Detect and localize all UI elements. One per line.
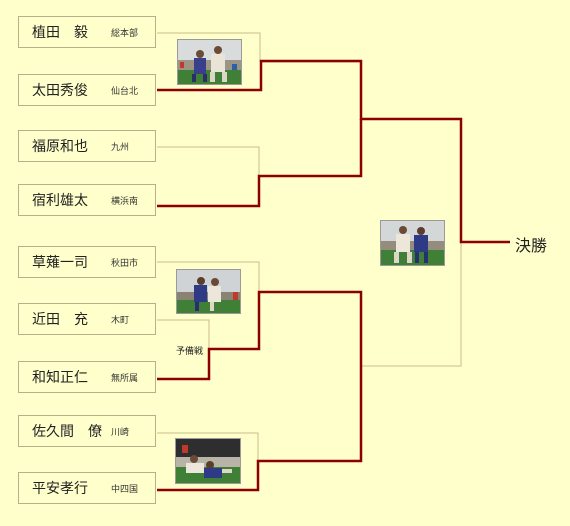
match-photo-icon[interactable] [177, 39, 242, 85]
line-p1 [157, 32, 261, 62]
player-team: 木町 [111, 316, 130, 326]
player-team: 川崎 [111, 428, 130, 438]
win-p2 [157, 59, 510, 244]
player-6[interactable]: 近田 充 木町 [18, 303, 156, 335]
win-p7 [157, 290, 363, 381]
win-p4 [157, 119, 363, 208]
player-name: 平安孝行 [32, 481, 88, 497]
player-team: 無所属 [111, 374, 139, 384]
player-team: 横浜南 [111, 197, 139, 207]
line-r2-bottom [260, 119, 362, 177]
player-team: 九州 [111, 143, 130, 153]
winner-lines [157, 59, 510, 492]
final-label: 決勝 [515, 236, 548, 255]
player-team: 秋田市 [111, 259, 139, 269]
player-name: 近田 充 [32, 312, 88, 328]
player-name: 草薙一司 [32, 255, 88, 271]
player-8[interactable]: 佐久間 僚 川崎 [18, 415, 156, 447]
line-r2-top [260, 61, 362, 119]
player-1[interactable]: 植田 毅 総本部 [18, 16, 156, 48]
line-p8 [157, 432, 259, 462]
player-7[interactable]: 和知正仁 無所属 [18, 361, 156, 393]
match-photo-icon[interactable] [175, 438, 241, 484]
line-r2-c-l [260, 291, 362, 366]
player-name: 福原和也 [32, 139, 88, 155]
line-r3-bottom [361, 242, 462, 367]
win-p9 [157, 366, 363, 492]
player-2[interactable]: 太田秀俊 仙台北 [18, 74, 156, 106]
player-name: 和知正仁 [32, 370, 88, 386]
line-p3 [157, 146, 260, 177]
match-photo-icon[interactable] [176, 269, 241, 314]
preliminary-match-label: 予備戦 [176, 347, 204, 357]
player-name: 宿利雄太 [32, 193, 88, 209]
player-team: 中四国 [111, 485, 139, 495]
player-name: 植田 毅 [32, 25, 88, 41]
player-name: 佐久間 僚 [32, 424, 102, 440]
player-5[interactable]: 草薙一司 秋田市 [18, 246, 156, 278]
player-3[interactable]: 福原和也 九州 [18, 130, 156, 162]
match-photo-icon[interactable] [380, 220, 445, 266]
player-4[interactable]: 宿利雄太 横浜南 [18, 184, 156, 216]
player-team: 仙台北 [111, 87, 139, 97]
line-p5 [157, 261, 260, 292]
player-team: 総本部 [111, 29, 139, 39]
player-9[interactable]: 平安孝行 中四国 [18, 472, 156, 504]
line-p6 [157, 319, 210, 350]
player-name: 太田秀俊 [32, 83, 88, 99]
